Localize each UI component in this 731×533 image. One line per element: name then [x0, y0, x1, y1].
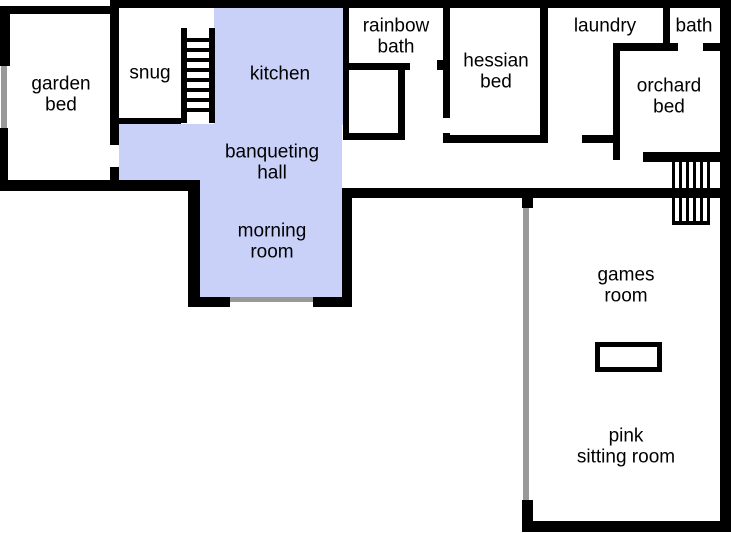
east-staircase: [679, 162, 682, 225]
wall-segment: [703, 43, 731, 51]
room-label-hessian-bed: hessian bed: [463, 50, 529, 93]
wall-segment: [613, 43, 678, 51]
highlighted-zone: [200, 188, 342, 297]
snug-staircase: [187, 68, 209, 72]
fireplace: [595, 342, 662, 372]
wall-segment: [110, 0, 731, 8]
room-label-laundry: laundry: [573, 15, 637, 37]
snug-staircase: [187, 48, 209, 52]
wall-segment: [540, 8, 548, 143]
snug-staircase: [181, 28, 187, 123]
snug-staircase: [209, 28, 215, 123]
wall-segment: [188, 180, 200, 307]
snug-staircase: [187, 98, 209, 102]
wall-segment: [0, 6, 10, 66]
room-label-rainbow-bath: rainbow bath: [362, 15, 430, 58]
wall-segment: [343, 63, 410, 70]
wall-segment: [720, 0, 731, 532]
wall-segment: [613, 43, 620, 160]
room-label-kitchen: kitchen: [249, 63, 311, 85]
window: [523, 208, 529, 500]
east-staircase: [672, 221, 710, 225]
wall-segment: [110, 118, 181, 124]
snug-staircase: [187, 88, 209, 92]
wall-segment: [188, 297, 230, 307]
room-label-morning-room: morning room: [237, 220, 307, 263]
east-staircase: [707, 162, 710, 225]
room-label-snug: snug: [129, 62, 171, 84]
wall-segment: [443, 135, 548, 143]
wall-segment: [0, 180, 196, 191]
wall-segment: [663, 8, 670, 43]
wall-segment: [398, 70, 405, 133]
wall-segment: [313, 297, 352, 307]
wall-segment: [522, 500, 533, 522]
wall-segment: [0, 6, 116, 14]
east-staircase: [700, 162, 703, 225]
room-label-orchard-bed: orchard bed: [636, 75, 702, 118]
wall-segment: [522, 521, 731, 532]
snug-staircase: [187, 108, 209, 112]
snug-staircase: [187, 78, 209, 82]
wall-segment: [343, 133, 405, 140]
east-staircase: [686, 162, 689, 225]
wall-segment: [110, 167, 119, 182]
highlighted-zone: [214, 8, 343, 125]
wall-segment: [443, 8, 450, 118]
wall-segment: [342, 188, 731, 198]
window: [1, 66, 7, 128]
wall-segment: [343, 8, 349, 140]
wall-segment: [0, 128, 8, 191]
room-label-garden-bed: garden bed: [31, 73, 91, 116]
wall-segment: [522, 198, 533, 208]
snug-staircase: [187, 38, 209, 42]
highlighted-zone: [119, 124, 342, 190]
snug-staircase: [187, 58, 209, 62]
wall-segment: [582, 135, 613, 143]
room-label-banqueting-hall: banqueting hall: [224, 141, 320, 184]
room-label-bath: bath: [675, 15, 713, 37]
room-label-games-room: games room: [597, 264, 655, 307]
wall-segment: [437, 60, 443, 70]
east-staircase: [693, 162, 696, 225]
wall-segment: [342, 188, 352, 307]
east-staircase: [672, 162, 675, 225]
wall-segment: [110, 0, 119, 145]
wall-segment: [643, 152, 720, 162]
room-label-pink-sitting-room: pink sitting room: [576, 425, 676, 468]
window: [230, 297, 313, 302]
